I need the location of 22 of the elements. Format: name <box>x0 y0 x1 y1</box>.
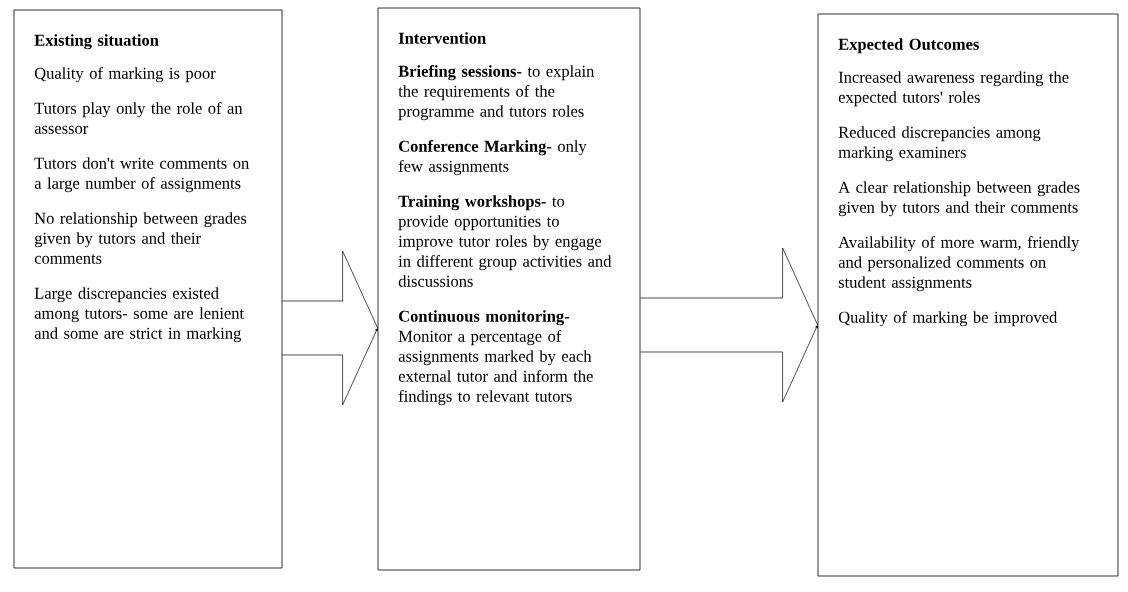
heading: Existing situation <box>34 34 159 50</box>
item-text: A clear relationship between grades given by tutors and their comments <box>838 181 1080 217</box>
column-box <box>817 13 1119 577</box>
item-text: Quality of marking is poor <box>34 67 216 83</box>
item-text: Quality of marking be improved <box>838 311 1058 327</box>
heading: Expected Outcomes <box>838 38 979 54</box>
block-arrow <box>282 250 378 406</box>
item-text: Increased awareness regarding the expected tutors' roles <box>838 71 1069 107</box>
item-text: Conference Marking- only few assignments <box>398 140 587 176</box>
item-text: Tutors play only the role of an assessor <box>34 102 243 134</box>
item-text: Large discrepancies existed among tutors- some are lenient and some are strict in marking <box>34 287 244 343</box>
column-box <box>377 7 641 571</box>
item-text: Training workshops- to provide opportunities to improve tutor roles by engage in different group activities and discussions <box>398 195 612 287</box>
item-text: Continuous monitoring- Monitor a percentage of assignments marked by each external tutor and inform the findings to relevant tutors <box>398 310 593 406</box>
item-text: Tutors don't write comments on a large number of assignments <box>34 157 249 193</box>
block-arrow <box>640 247 818 403</box>
item-text: No relationship between grades given by tutors and their comments <box>34 212 247 264</box>
heading: Intervention <box>398 32 486 44</box>
item-text: Availability of more warm, friendly and personalized comments on student assignments <box>838 236 1080 292</box>
column-box <box>13 9 283 569</box>
item-text: Briefing sessions- to explain the requirements of the programme and tutors roles <box>398 65 595 121</box>
item-text: Reduced discrepancies among marking examiners <box>838 126 1041 162</box>
